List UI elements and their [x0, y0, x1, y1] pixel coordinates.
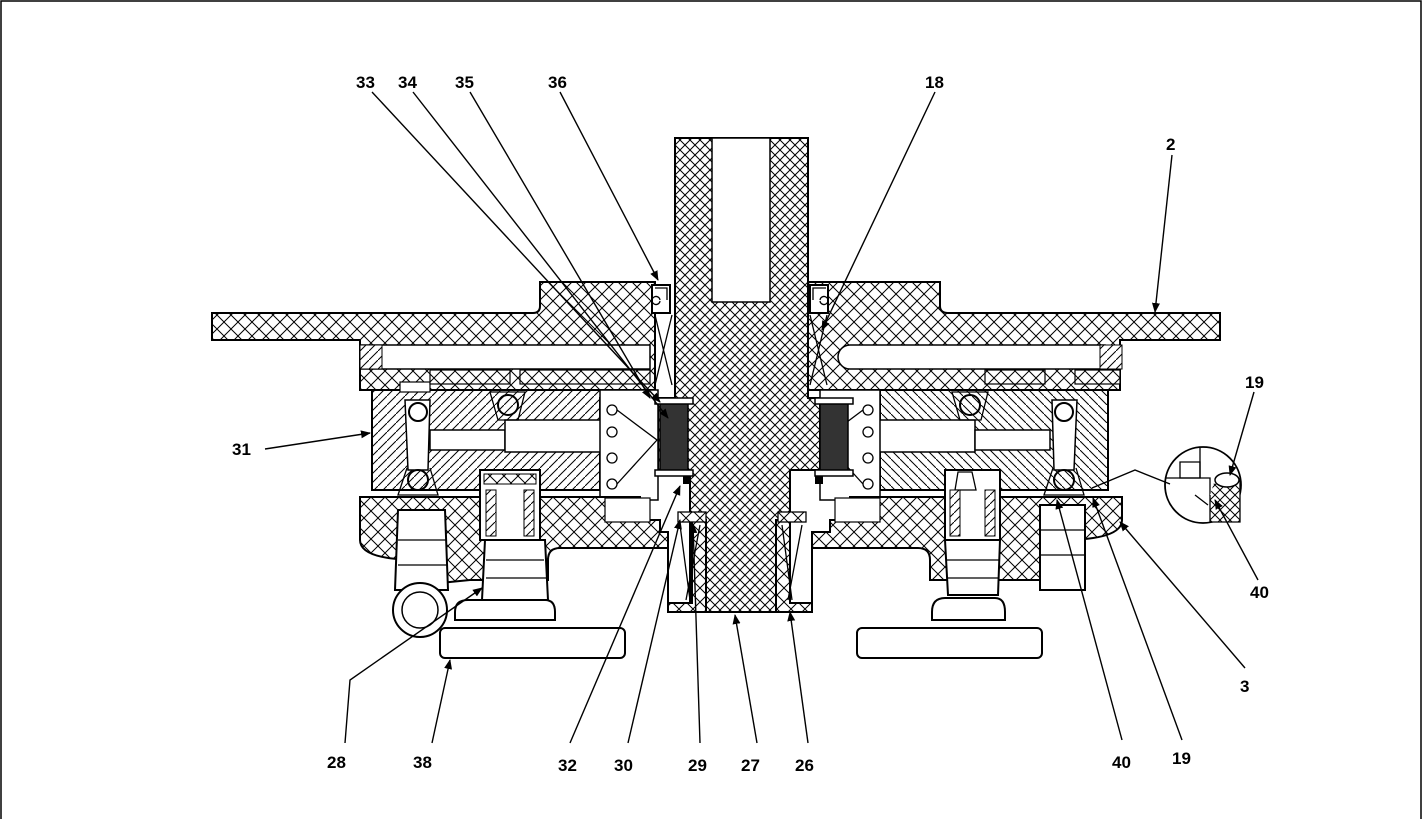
callout-31: 31 — [232, 440, 251, 459]
check-valve-left — [397, 391, 526, 496]
callout-29: 29 — [688, 756, 707, 775]
actuator-left — [392, 469, 626, 659]
callout-38: 38 — [413, 753, 432, 772]
callout-40: 40 — [1112, 753, 1131, 772]
callout-3: 3 — [1240, 677, 1249, 696]
callout-2: 2 — [1166, 135, 1175, 154]
callout-30: 30 — [614, 756, 633, 775]
callout-labels: 33 34 35 36 18 2 19 31 40 3 28 38 32 30 … — [232, 73, 1269, 775]
callout-26: 26 — [795, 756, 814, 775]
callout-35: 35 — [455, 73, 474, 92]
callout-40-detail: 40 — [1250, 583, 1269, 602]
callout-19: 19 — [1172, 749, 1191, 768]
shaft-bearings — [677, 511, 807, 601]
callout-32: 32 — [558, 756, 577, 775]
callout-27: 27 — [741, 756, 760, 775]
callout-19-detail: 19 — [1245, 373, 1264, 392]
leader-lines — [264, 91, 1259, 744]
shaft-seals — [651, 284, 829, 386]
callout-34: 34 — [398, 73, 417, 92]
callout-28: 28 — [327, 753, 346, 772]
actuator-right — [856, 469, 1086, 659]
callout-36: 36 — [548, 73, 567, 92]
valve-block — [371, 369, 1121, 501]
callout-33: 33 — [356, 73, 375, 92]
callout-18: 18 — [925, 73, 944, 92]
central-shaft — [657, 137, 821, 613]
check-valve-right — [951, 391, 1085, 496]
cover-plate — [211, 281, 1221, 391]
